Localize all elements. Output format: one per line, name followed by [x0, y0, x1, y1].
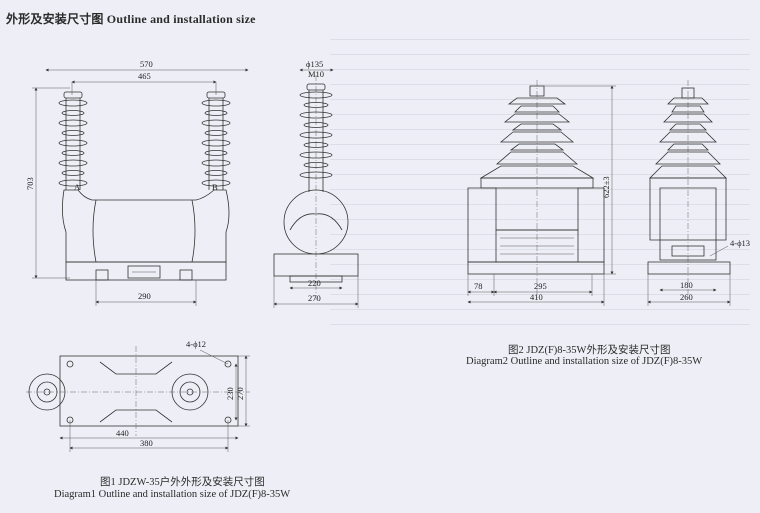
dim-410: 410: [530, 292, 543, 302]
dim-703: 703: [25, 177, 35, 190]
terminal-a-label: A: [74, 182, 81, 192]
dim-m10: M10: [308, 69, 324, 79]
diagram2-front-view: 78 295 410 622±3: [467, 80, 616, 306]
dim-230: 230: [225, 387, 235, 400]
page-title: 外形及安装尺寸图 Outline and installation size: [6, 12, 256, 26]
dim-440: 440: [116, 428, 129, 438]
dim-4-phi13: 4-ϕ13: [730, 238, 750, 248]
dim-380: 380: [140, 438, 153, 448]
dim-270-plan: 270: [235, 387, 245, 400]
dim-78: 78: [474, 281, 483, 291]
dim-260: 260: [680, 292, 693, 302]
background-faint-text: [330, 25, 750, 325]
diagram1-plan-view: 4-ϕ12 440 380 230 270: [26, 339, 250, 452]
dim-180: 180: [680, 280, 693, 290]
dim-295: 295: [534, 281, 547, 291]
diagram1-side-view: ϕ135 M10 220 270: [273, 59, 359, 308]
diagram1-caption-en: Diagram1 Outline and installation size o…: [54, 489, 291, 500]
diagram1-front-view: 570 465 703: [25, 59, 249, 306]
dim-290: 290: [138, 291, 151, 301]
diagram2-caption-en: Diagram2 Outline and installation size o…: [466, 356, 703, 367]
dim-220: 220: [308, 278, 321, 288]
dim-465: 465: [138, 71, 151, 81]
diagram2-side-view: 4-ϕ13 180 260: [647, 80, 750, 306]
diagram2-caption-cn: 图2 JDZ(F)8-35W外形及安装尺寸图: [508, 345, 671, 356]
dim-270: 270: [308, 293, 321, 303]
dim-570: 570: [140, 59, 153, 69]
dim-phi135: ϕ135: [306, 59, 323, 69]
diagram1-caption-cn: 图1 JDZW-35户外外形及安装尺寸图: [100, 477, 265, 488]
dim-622: 622±3: [601, 176, 611, 198]
terminal-b-label: B: [212, 182, 218, 192]
dim-4-phi12: 4-ϕ12: [186, 339, 206, 349]
